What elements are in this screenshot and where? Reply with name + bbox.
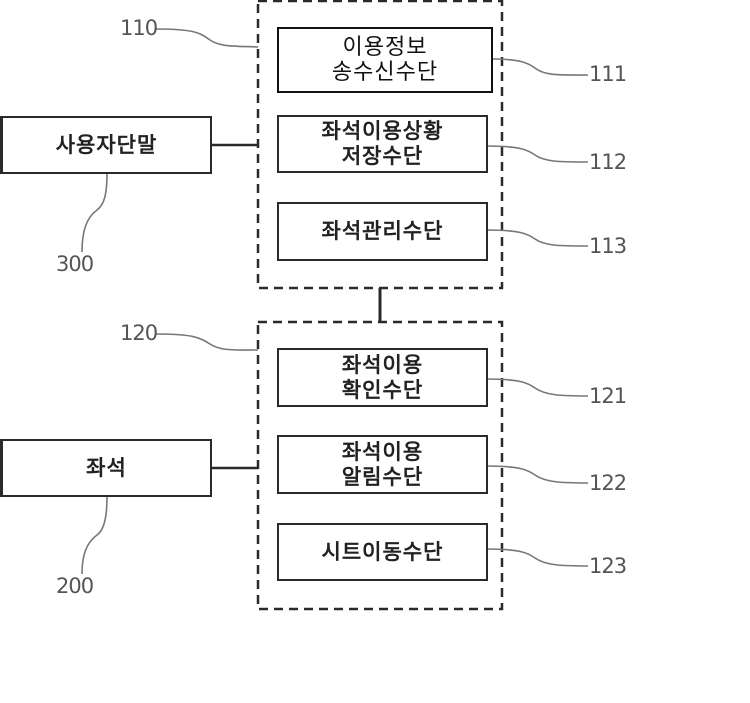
component-123-box: 시트이동수단 xyxy=(277,523,488,581)
leader-110 xyxy=(155,28,259,48)
component-121-line2: 확인수단 xyxy=(341,377,424,402)
external-200-box: 좌석 xyxy=(0,439,212,497)
component-122-line2: 알림수단 xyxy=(341,464,424,489)
ref-111: 111 xyxy=(589,62,627,86)
leader-200 xyxy=(81,495,108,575)
component-121-box: 좌석이용 확인수단 xyxy=(277,348,488,407)
component-122-box: 좌석이용 알림수단 xyxy=(277,435,488,494)
leader-120 xyxy=(155,333,259,351)
component-111-box: 이용정보 송수신수단 xyxy=(277,27,493,93)
ref-122: 122 xyxy=(589,471,627,495)
ref-123: 123 xyxy=(589,554,627,578)
external-200-label: 좌석 xyxy=(86,455,127,480)
leader-112 xyxy=(486,145,589,163)
component-111-line1: 이용정보 xyxy=(342,35,428,60)
leader-111 xyxy=(491,58,589,76)
component-111-line2: 송수신수단 xyxy=(331,60,439,85)
external-300-label: 사용자단말 xyxy=(55,132,158,157)
ref-120: 120 xyxy=(120,321,158,345)
external-300-box: 사용자단말 xyxy=(0,116,212,174)
component-112-box: 좌석이용상황 저장수단 xyxy=(277,115,488,173)
ref-112: 112 xyxy=(589,150,627,174)
component-112-line2: 저장수단 xyxy=(341,144,424,168)
component-121-line1: 좌석이용 xyxy=(341,352,424,377)
ref-110: 110 xyxy=(120,16,158,40)
component-113-line1: 좌석관리수단 xyxy=(321,219,444,243)
leader-113 xyxy=(486,229,589,247)
component-112-line1: 좌석이용상황 xyxy=(321,119,444,143)
ref-300: 300 xyxy=(56,252,94,276)
leader-122 xyxy=(486,465,589,484)
ref-200: 200 xyxy=(56,574,94,598)
leader-123 xyxy=(486,548,589,567)
component-122-line1: 좌석이용 xyxy=(341,439,424,464)
leader-300 xyxy=(81,172,108,253)
ref-121: 121 xyxy=(589,384,627,408)
ref-113: 113 xyxy=(589,234,627,258)
leader-121 xyxy=(486,378,589,397)
component-113-box: 좌석관리수단 xyxy=(277,202,488,261)
component-123-line1: 시트이동수단 xyxy=(321,539,444,564)
